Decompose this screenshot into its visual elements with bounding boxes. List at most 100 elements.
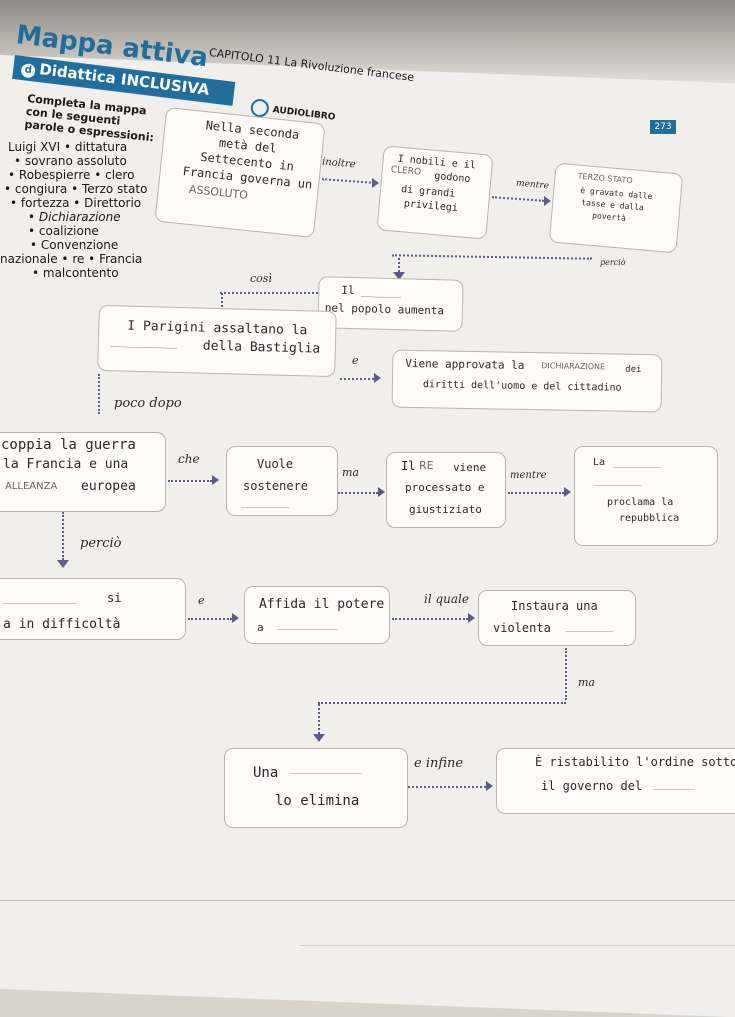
box-text: della Bastiglia — [202, 338, 321, 357]
map-box-14: Una ____________ lo elimina — [224, 748, 408, 828]
connector-label: mentre — [510, 470, 547, 481]
box-text: la Francia e una — [3, 457, 129, 472]
connector-label: ma — [342, 466, 359, 479]
blank-line: ________ — [593, 475, 642, 486]
connector-line — [168, 480, 212, 482]
map-box-12: Affida il potere a __________ — [244, 586, 390, 644]
arrow-down-icon — [393, 272, 405, 280]
box-text: processato e — [405, 481, 485, 494]
connector-line — [340, 378, 374, 380]
box-text: dei — [625, 364, 642, 375]
connector-label: perciò — [80, 536, 122, 551]
connector-line — [220, 292, 318, 294]
connector-line — [62, 512, 64, 560]
box-text: La — [593, 457, 606, 468]
box-text: tasse e dalla — [580, 197, 645, 213]
box-text: nel popolo aumenta — [324, 301, 445, 318]
word-bank-line: • coalizione — [28, 224, 99, 238]
handwritten-answer[interactable]: ASSOLUTO — [188, 182, 249, 202]
handwritten-answer[interactable]: ALLEANZA — [5, 481, 58, 492]
connector-label: il quale — [424, 592, 469, 606]
box-text: godono — [433, 170, 471, 186]
connector-label: e — [352, 354, 359, 367]
handwritten-answer[interactable]: CLERO — [390, 165, 422, 178]
blank-line: __________ — [110, 334, 178, 349]
connector-label: perciò — [600, 258, 626, 267]
d-icon: d — [20, 62, 36, 79]
connector-line — [98, 374, 100, 414]
page-number: 273 — [650, 120, 676, 134]
connector-line — [221, 293, 223, 315]
page-edge — [0, 900, 735, 901]
box-text: diritti dell'uomo e del cittadino — [422, 379, 622, 394]
map-box-6: Viene approvata la DICHIARAZIONE dei dir… — [391, 349, 663, 413]
map-box-13: Instaura una violenta ________ — [478, 590, 636, 646]
map-box-10: La ________ ________ proclama la repubbl… — [574, 446, 718, 546]
box-text: a — [257, 621, 264, 634]
connector-label: che — [178, 452, 200, 466]
arrow-right-icon — [378, 487, 385, 497]
map-box-11: ___________ si a in difficoltà — [0, 578, 186, 640]
arrow-right-icon — [564, 487, 571, 497]
box-text: il governo del — [541, 779, 643, 793]
connector-label: e infine — [414, 756, 464, 771]
box-text: privilegi — [403, 198, 459, 215]
box-text: Viene approvata la — [405, 356, 525, 372]
arrow-right-icon — [372, 178, 379, 188]
arrow-right-icon — [468, 613, 475, 623]
map-box-15: È ristabilito l'ordine sotto il governo … — [496, 748, 735, 814]
arrow-down-icon — [57, 560, 69, 568]
box-text: si — [107, 591, 122, 605]
box-text: Instaura una — [511, 599, 598, 613]
word-bank-line: • sovrano assoluto — [14, 154, 127, 168]
box-text: lo elimina — [275, 793, 360, 809]
connector-line — [338, 492, 378, 494]
word-bank-line: • fortezza • Direttorio — [10, 196, 142, 210]
box-text: europea — [81, 479, 136, 494]
handwritten-answer[interactable]: TERZO STATO — [577, 171, 634, 186]
map-box-1: Nella seconda metà del Settecento in Fra… — [154, 106, 326, 239]
connector-label: ma — [578, 676, 595, 689]
box-text: Il — [401, 459, 416, 473]
connector-line — [392, 618, 468, 620]
blank-line: ____________ — [289, 763, 362, 774]
connector-line — [318, 704, 320, 734]
arrow-down-icon — [313, 734, 325, 742]
box-text: viene — [453, 461, 487, 474]
connector-label: e — [198, 594, 205, 607]
box-text: a in difficoltà — [3, 617, 121, 632]
handwritten-answer[interactable]: RE — [419, 459, 434, 472]
map-box-8: Vuole sostenere ________ — [226, 446, 338, 516]
word-bank-line: • Convenzione — [30, 238, 119, 252]
handwritten-answer[interactable]: DICHIARAZIONE — [541, 361, 606, 372]
box-text: È ristabilito l'ordine sotto — [535, 755, 735, 769]
connector-line — [408, 786, 486, 788]
box-text: giustiziato — [409, 503, 482, 516]
box-text: repubblica — [619, 513, 680, 524]
map-box-2: I nobili e il CLERO godono di grandi pri… — [376, 145, 494, 240]
box-text: povertà — [591, 210, 627, 223]
box-text: Vuole — [257, 457, 294, 471]
arrow-right-icon — [486, 781, 493, 791]
arrow-right-icon — [374, 373, 381, 383]
connector-line — [318, 702, 566, 704]
word-bank-line: • Robespierre • clero — [8, 168, 135, 182]
word-bank-line: • congiura • Terzo stato — [4, 182, 148, 196]
page-edge — [300, 945, 735, 946]
map-box-7: coppia la guerra la Francia e una ALLEAN… — [0, 432, 166, 512]
blank-line: ________ — [565, 621, 614, 632]
connector-label: poco dopo — [114, 396, 182, 411]
word-bank-line: • Dichiarazione — [28, 210, 121, 224]
blank-line: ________ — [241, 497, 290, 508]
connector-line — [188, 618, 232, 620]
word-bank-line: • malcontento — [32, 266, 119, 280]
arrow-right-icon — [212, 475, 219, 485]
blank-line: ________ — [613, 457, 662, 468]
map-box-4: Il ______ nel popolo aumenta — [317, 276, 464, 332]
word-bank-line: nazionale • re • Francia — [0, 252, 143, 266]
word-bank-line: Luigi XVI • dittatura — [8, 140, 128, 154]
arrow-right-icon — [232, 613, 239, 623]
box-text: violenta — [493, 621, 551, 635]
blank-line: ___________ — [3, 591, 76, 604]
map-box-9: Il RE viene processato e giustiziato — [386, 452, 506, 528]
